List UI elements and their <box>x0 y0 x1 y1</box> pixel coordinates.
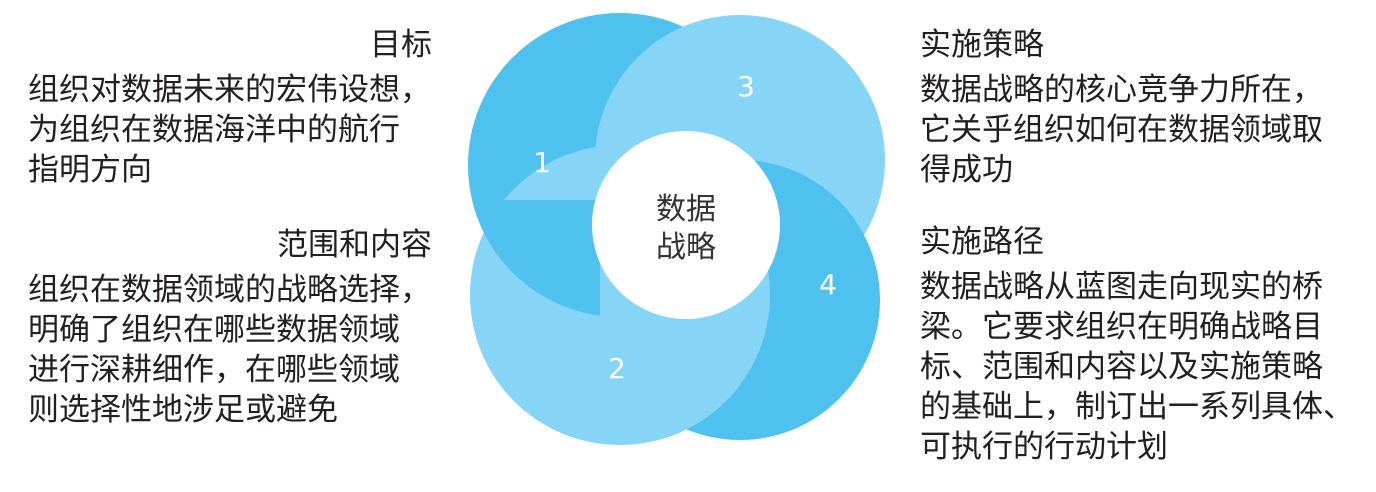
strategy-title: 实施策略 <box>920 27 1044 63</box>
center-label-line-2: 战略 <box>656 230 716 265</box>
strategy-block: 实施策略 数据战略的核心竞争力所在， 它关乎组织如何在数据领域取 得成功 <box>920 25 1365 190</box>
goal-line: 为组织在数据海洋中的航行 <box>28 112 400 148</box>
scope-line: 进行深耕细作，在哪些领域 <box>28 352 400 388</box>
path-line: 标、范围和内容以及实施策略 <box>920 349 1323 385</box>
goal-title: 目标 <box>370 27 432 63</box>
path-title: 实施路径 <box>920 224 1044 260</box>
center-label-line-1: 数据 <box>656 192 716 227</box>
scope-line: 组织在数据领域的战略选择， <box>28 272 431 308</box>
strategy-line: 得成功 <box>920 152 1013 188</box>
path-line: 可执行的行动计划 <box>920 429 1168 465</box>
scope-line: 则选择性地涉足或避免 <box>28 392 338 428</box>
segment-number-1: 1 <box>533 146 551 179</box>
path-line: 的基础上，制订出一系列具体、 <box>920 389 1354 425</box>
goal-line: 指明方向 <box>28 152 152 188</box>
strategy-line: 它关乎组织如何在数据领域取 <box>920 112 1323 148</box>
goal-block: 目标 组织对数据未来的宏伟设想， 为组织在数据海洋中的航行 指明方向 <box>28 25 432 190</box>
path-block: 实施路径 数据战略从蓝图走向现实的桥 梁。它要求组织在明确战略目 标、范围和内容… <box>920 222 1365 467</box>
scope-line: 明确了组织在哪些数据领域 <box>28 312 400 348</box>
goal-line: 组织对数据未来的宏伟设想， <box>28 72 431 108</box>
segment-number-3: 3 <box>737 70 755 103</box>
scope-title: 范围和内容 <box>277 227 432 263</box>
circle-1-overlap <box>472 200 600 316</box>
path-line: 梁。它要求组织在明确战略目 <box>920 309 1323 345</box>
center-circle <box>592 131 780 319</box>
scope-block: 范围和内容 组织在数据领域的战略选择， 明确了组织在哪些数据领域 进行深耕细作，… <box>28 225 432 430</box>
path-line: 数据战略从蓝图走向现实的桥 <box>920 269 1323 305</box>
segment-number-2: 2 <box>608 352 626 385</box>
strategy-line: 数据战略的核心竞争力所在， <box>920 72 1323 108</box>
segment-number-4: 4 <box>819 268 837 301</box>
